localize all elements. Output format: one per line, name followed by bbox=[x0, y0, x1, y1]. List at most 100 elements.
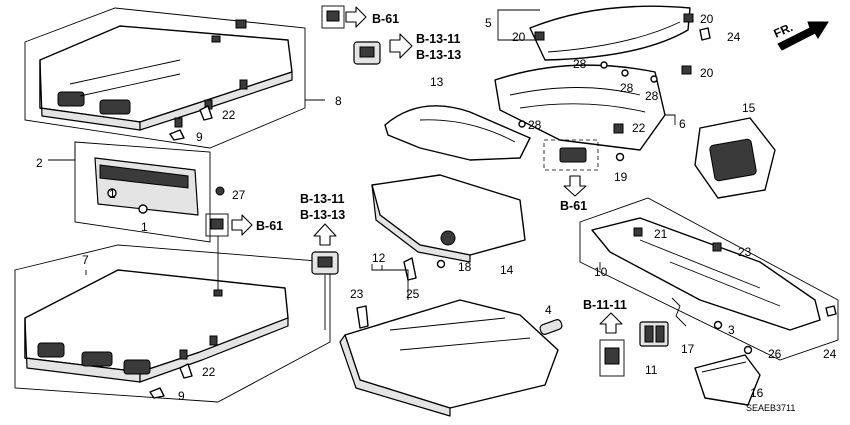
leader-5 bbox=[497, 9, 540, 41]
clip-b61-top-body bbox=[326, 10, 340, 22]
part-label: 13 bbox=[430, 75, 444, 89]
leader-6 bbox=[665, 114, 676, 125]
meter-panel-inner bbox=[99, 164, 189, 189]
reference-label: B-61 bbox=[560, 199, 587, 213]
fr-arrow-icon bbox=[777, 21, 829, 51]
part-label: 23 bbox=[738, 245, 752, 259]
part-label: 2 bbox=[36, 156, 43, 170]
part-label: 23 bbox=[350, 287, 364, 301]
part-label: 26 bbox=[768, 347, 782, 361]
cover-14-hole bbox=[440, 230, 456, 246]
screw-26 bbox=[743, 345, 753, 355]
part-label: 1 bbox=[141, 220, 148, 234]
part-label: 19 bbox=[614, 170, 628, 184]
clip-22-cover bbox=[613, 123, 624, 134]
part-label: 28 bbox=[528, 118, 542, 132]
clip-b1111 bbox=[599, 339, 625, 377]
upper-panel-side bbox=[139, 71, 293, 131]
passenger-cover bbox=[494, 61, 666, 171]
clip-22-upper bbox=[199, 105, 213, 121]
arrow-b13-mid bbox=[313, 223, 337, 246]
part-label: 17 bbox=[681, 342, 695, 356]
clip-b13-top-body bbox=[359, 46, 375, 58]
glove-box-12 bbox=[339, 264, 563, 417]
clip-1-bottom bbox=[138, 204, 148, 214]
screw-18 bbox=[436, 259, 446, 269]
screw-19 bbox=[615, 152, 625, 162]
vent-15-louver bbox=[709, 138, 757, 182]
part-label: 12 bbox=[372, 251, 386, 265]
panel-8-group-box bbox=[24, 7, 306, 149]
glovebox-bracket-12 bbox=[371, 264, 409, 300]
clip-20-b bbox=[683, 13, 694, 23]
passenger-upper-lid bbox=[529, 5, 711, 75]
leader-lines bbox=[48, 9, 676, 330]
upper-panel-contour bbox=[69, 59, 181, 97]
reference-label: B-13-13 bbox=[300, 208, 345, 222]
reference-label: B-61 bbox=[372, 12, 399, 26]
panel-10-ribs bbox=[639, 239, 781, 307]
reference-label: B-61 bbox=[256, 219, 283, 233]
clip-20-a bbox=[534, 31, 545, 41]
part-label: 14 bbox=[500, 263, 514, 277]
switch-11-a bbox=[644, 325, 654, 343]
glovebox-ribs bbox=[389, 317, 531, 351]
part-label: 28 bbox=[645, 89, 659, 103]
lower-vent-right bbox=[123, 359, 151, 375]
part-label: 22 bbox=[202, 365, 216, 379]
lower-panel-side bbox=[139, 317, 289, 383]
clip-1-left bbox=[107, 188, 117, 198]
part-label: 20 bbox=[700, 12, 714, 26]
clip-9-lower bbox=[149, 387, 165, 399]
reference-label: B-13-11 bbox=[416, 32, 461, 46]
part-label: 16 bbox=[750, 386, 764, 400]
clip-b61-top bbox=[321, 5, 345, 29]
screw-28-d bbox=[518, 120, 526, 128]
arrow-b61-top bbox=[345, 6, 367, 28]
part-label: 21 bbox=[654, 227, 668, 241]
connector-19 bbox=[559, 147, 587, 163]
arrow-b61-right bbox=[563, 175, 587, 197]
upper-top-tab bbox=[235, 19, 247, 29]
clip-25 bbox=[403, 257, 417, 281]
meter-panel-assembly bbox=[74, 141, 225, 243]
cover-14-side bbox=[371, 184, 471, 263]
column-covers bbox=[371, 105, 531, 281]
part-label: 24 bbox=[823, 347, 837, 361]
diagram-code: SEAEB3711 bbox=[746, 403, 795, 413]
clip-b61-mid-body bbox=[210, 218, 224, 230]
part-label: 22 bbox=[222, 108, 236, 122]
part-label: 28 bbox=[573, 57, 587, 71]
part-label: 11 bbox=[645, 363, 658, 377]
reference-labels: B-61 B-13-11 B-13-13 B-61 B-13-11 B-13-1… bbox=[256, 12, 627, 312]
part-label: 25 bbox=[406, 287, 420, 301]
small-clips bbox=[205, 5, 625, 377]
clip-b1111-body bbox=[604, 347, 620, 365]
pocket-16-body bbox=[694, 354, 761, 406]
screw-28-b bbox=[621, 69, 629, 77]
lid-5-contour bbox=[547, 21, 681, 53]
side-vent-15 bbox=[694, 117, 776, 199]
screw-27 bbox=[215, 186, 225, 196]
clip-9-upper bbox=[169, 129, 185, 141]
reference-label: B-13-11 bbox=[300, 192, 345, 206]
clip-23-glovebox bbox=[356, 305, 369, 329]
panel-7-group-box bbox=[14, 244, 331, 403]
reference-arrows bbox=[231, 6, 829, 334]
reference-label: B-13-13 bbox=[416, 48, 461, 62]
arrow-b61-mid bbox=[231, 214, 253, 236]
part-label: 3 bbox=[728, 323, 735, 337]
lower-top-clip bbox=[213, 289, 223, 297]
part-labels: 1 1 2 3 4 5 6 7 8 9 9 10 11 12 13 14 15 … bbox=[36, 12, 837, 403]
clip-b61-mid bbox=[205, 213, 229, 237]
lower-passenger-panel bbox=[579, 197, 839, 361]
lower-clip-a bbox=[179, 349, 188, 360]
clip-23-panel bbox=[712, 242, 722, 252]
part-label: 10 bbox=[594, 265, 608, 279]
lower-dashboard-panel bbox=[14, 244, 331, 403]
clip-b13-mid-body bbox=[317, 256, 333, 268]
screw-3 bbox=[713, 320, 723, 330]
arrow-b1111 bbox=[599, 312, 623, 334]
upper-panel-top bbox=[39, 25, 293, 123]
